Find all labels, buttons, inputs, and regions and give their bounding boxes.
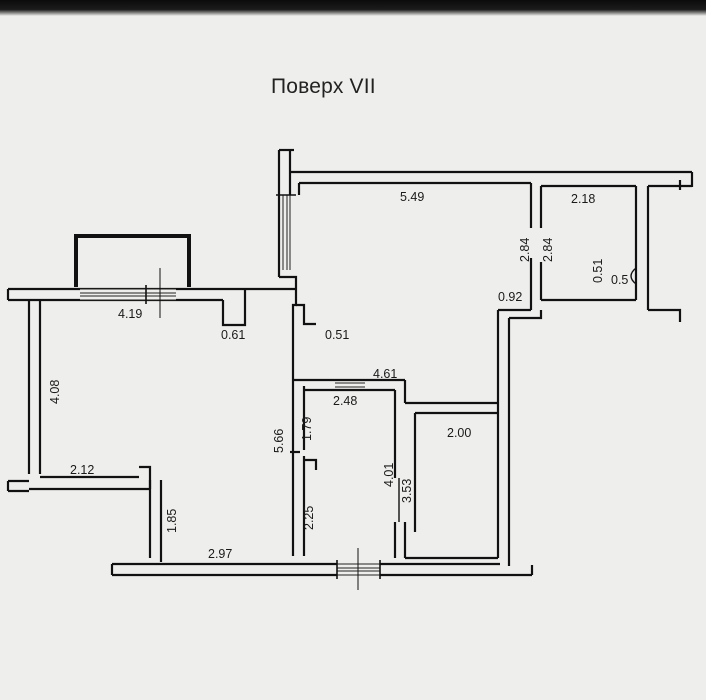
plan-title: Поверх VII: [271, 75, 376, 98]
dim-5-49: 5.49: [400, 190, 424, 204]
dim-3-53: 3.53: [400, 479, 414, 503]
dim-0-51-storage: 0.51: [591, 259, 605, 283]
dim-5-66: 5.66: [272, 429, 286, 453]
dim-0-5x: 0.5: [611, 273, 628, 287]
dim-2-84-right: 2.84: [541, 238, 555, 262]
wall-niche: [221, 289, 247, 327]
dim-4-08: 4.08: [48, 380, 62, 404]
window-center-top: [276, 194, 296, 270]
wall-storage-right: [634, 186, 650, 310]
dim-0-51-corridor: 0.51: [325, 328, 349, 342]
wall-bottom-left: [112, 562, 337, 577]
wall-right-lower: [648, 308, 682, 322]
wall-left-stub: [8, 479, 29, 493]
bath-inner-stub: [304, 458, 318, 470]
wall-right-room: [496, 310, 511, 566]
scan-edge-shadow: [0, 0, 706, 16]
wall-lower-left: [29, 475, 150, 491]
dim-4-61: 4.61: [373, 367, 397, 381]
wall-bath-top: [293, 378, 405, 392]
dim-2-00: 2.00: [447, 426, 471, 440]
dim-4-01: 4.01: [382, 463, 396, 487]
dim-0-61: 0.61: [221, 328, 245, 342]
window-top-left: [80, 268, 176, 318]
dim-2-12: 2.12: [70, 463, 94, 477]
wall-bath-right-lower: [393, 522, 407, 558]
dim-2-84-left: 2.84: [518, 238, 532, 262]
wall-column-right: [296, 303, 316, 326]
dim-2-25: 2.25: [302, 506, 316, 530]
dim-1-79: 1.79: [300, 417, 314, 441]
wall-bath-left: [291, 380, 306, 556]
wall-bath-right: [393, 380, 407, 478]
dim-2-48: 2.48: [333, 394, 357, 408]
wall-storage-top: [541, 184, 636, 188]
wall-bottom-right: [380, 562, 532, 577]
dim-2-97: 2.97: [208, 547, 232, 561]
dim-1-85: 1.85: [165, 509, 179, 533]
dim-2-18: 2.18: [571, 192, 595, 206]
wall-top-right: [290, 170, 692, 185]
storage-door-arc: [630, 267, 637, 285]
dim-4-19: 4.19: [118, 307, 142, 321]
wall-room-2-top: [405, 401, 498, 415]
wall-corridor-top-2: [509, 310, 543, 320]
bath-top-opening: [335, 382, 365, 388]
balcony-outline: [74, 234, 191, 287]
dim-0-92: 0.92: [498, 290, 522, 304]
wall-storage-left-bottom: [529, 258, 543, 310]
wall-storage-left-top: [529, 183, 543, 228]
